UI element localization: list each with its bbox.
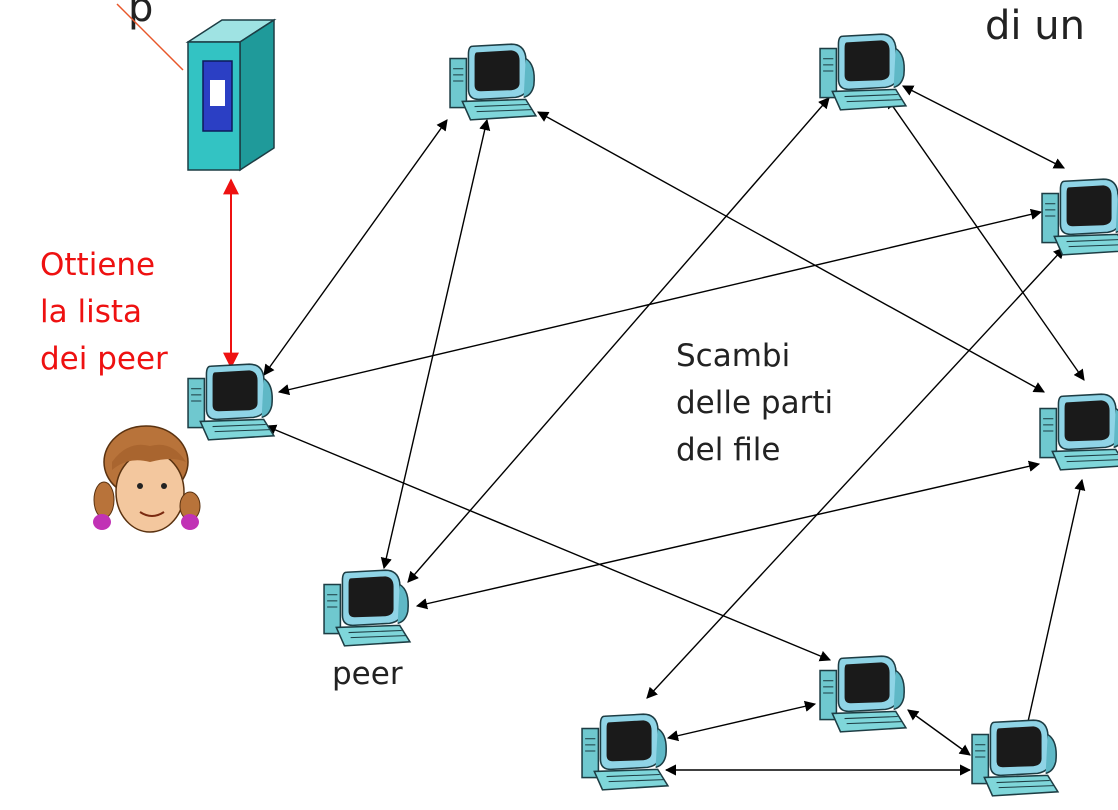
link-k: [264, 424, 832, 662]
exchange-caption-line-1: Scambi: [676, 338, 791, 374]
exchange-caption-line-3: del file: [676, 432, 781, 468]
tracker-caption-line-3: dei peer: [40, 341, 168, 377]
tracker-caption-line-2: la lista: [40, 294, 142, 330]
title-fragment-left: p: [128, 0, 154, 31]
title-fragment-right: di un: [985, 3, 1085, 49]
user-avatar-icon: [93, 425, 201, 533]
exchange-caption-line-2: delle parti: [676, 385, 834, 421]
tracker-caption-line-1: Ottiene: [40, 247, 156, 283]
peer-connections: [263, 85, 1086, 776]
link-m: [907, 709, 971, 756]
tracker-label-connector: [116, 3, 184, 71]
link-l: [666, 700, 817, 742]
link-j: [1015, 478, 1086, 764]
peer-caption: peer: [332, 656, 403, 692]
server-icon: [185, 18, 277, 172]
